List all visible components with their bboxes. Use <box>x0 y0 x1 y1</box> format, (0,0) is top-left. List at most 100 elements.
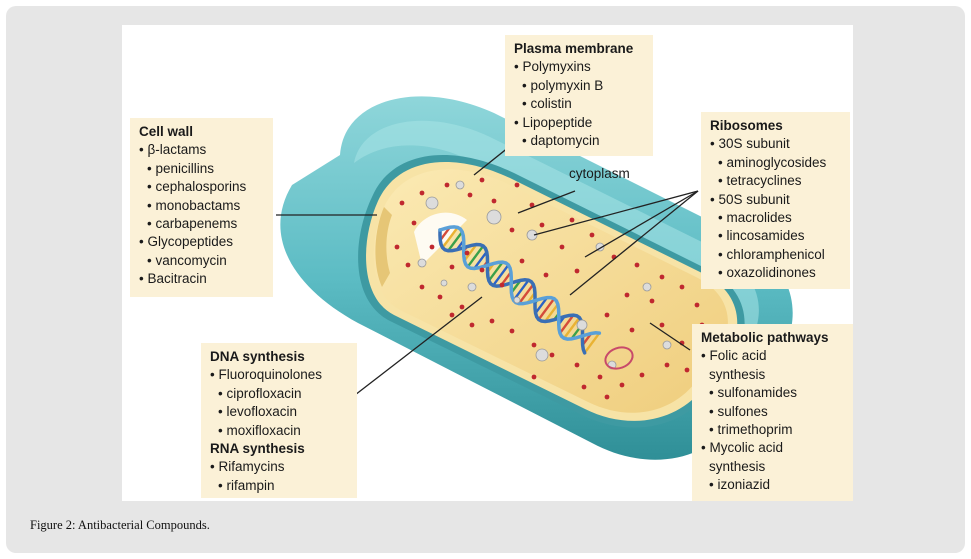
ribosome-dot <box>464 250 470 256</box>
storage-granule <box>440 279 448 287</box>
ribosome-dot <box>624 292 630 298</box>
ribosome-dot <box>639 372 645 378</box>
list-item: • Lipopeptide <box>514 114 593 130</box>
list-item: • Fluoroquinolones <box>210 367 323 383</box>
ribosome-dot <box>694 302 700 308</box>
ribosome-dot <box>449 312 455 318</box>
dna-base-pair <box>518 283 535 305</box>
ribosome-dot <box>509 227 515 233</box>
ribosome-dot <box>664 362 670 368</box>
ribosome-dot <box>479 267 485 273</box>
storage-granule <box>526 229 538 241</box>
storage-granule <box>486 209 502 225</box>
ribosome-dot <box>394 244 400 250</box>
ribosome-dot <box>679 284 685 290</box>
list-item: • levofloxacin <box>218 404 298 420</box>
rna-synthesis-title: RNA synthesis <box>210 441 305 457</box>
leader-lines <box>276 142 699 396</box>
ribosome-dot <box>429 244 435 250</box>
list-item: • Bacitracin <box>139 271 207 287</box>
ribosome-dot <box>531 374 537 380</box>
dna-base-pair <box>544 303 559 323</box>
ribosome-dots <box>394 177 705 400</box>
ribosome-dot <box>559 244 565 250</box>
list-item: • 30S subunit <box>710 136 790 152</box>
list-item: synthesis <box>709 458 766 474</box>
ribosome-dot <box>411 220 417 226</box>
ribosome-dot <box>437 294 443 300</box>
ribosome-dot <box>539 222 545 228</box>
dna-base-pair <box>534 296 549 314</box>
storage-granule <box>417 258 427 268</box>
dna-synthesis-title: DNA synthesis <box>210 349 305 364</box>
ribosome-dot <box>649 298 655 304</box>
dna-base-pair <box>463 243 478 262</box>
ribosome-dot <box>489 318 495 324</box>
dna-base-pair <box>537 297 556 321</box>
dna-base-pair <box>563 316 581 339</box>
ribosome-dot <box>479 177 485 183</box>
list-item: • moxifloxacin <box>218 422 301 438</box>
plasmid <box>604 346 634 370</box>
storage-granule <box>425 196 439 210</box>
ribosome-dot <box>604 312 610 318</box>
list-item: • carbapenems <box>147 216 238 232</box>
metabolic-pathways-box: Metabolic pathways • Folic acid synthesi… <box>692 324 853 501</box>
cell-wall-box: Cell wall • β-lactams • penicillins • ce… <box>130 118 273 297</box>
list-item: • trimethoprim <box>709 422 793 438</box>
dna-base-pair <box>487 261 504 282</box>
dna-helix <box>438 225 602 355</box>
list-item: synthesis <box>709 366 766 382</box>
ribosome-dot <box>659 274 665 280</box>
plasma-membrane-title: Plasma membrane <box>514 41 634 56</box>
ribosome-dot <box>597 374 603 380</box>
dna-base-pair <box>447 231 464 252</box>
list-item: • β-lactams <box>139 142 207 158</box>
list-item: • sulfones <box>709 403 768 419</box>
dna-base-pair <box>558 314 575 334</box>
ribosome-dot <box>519 258 525 264</box>
ribosome-dot <box>549 352 555 358</box>
cytoplasm-label: cytoplasm <box>569 166 630 181</box>
ribosome-dot <box>574 268 580 274</box>
list-item: • Mycolic acid <box>701 440 783 456</box>
ribosome-dot <box>499 282 505 288</box>
list-item: • colistin <box>522 96 572 112</box>
ribosomes-title: Ribosomes <box>710 118 783 133</box>
ribosome-dot <box>543 272 549 278</box>
ribosome-dot <box>629 327 635 333</box>
ribosome-dot <box>634 262 640 268</box>
metabolic-pathways-title: Metabolic pathways <box>701 330 829 345</box>
ribosome-dot <box>405 262 411 268</box>
storage-granule <box>642 282 652 292</box>
dna-backbone <box>438 225 602 341</box>
list-item: • tetracyclines <box>718 173 802 189</box>
ribosome-dot <box>589 232 595 238</box>
ribosome-dot <box>684 367 690 373</box>
ribosome-dot <box>449 264 455 270</box>
list-item: • Glycopeptides <box>139 234 234 250</box>
ribosome-dot <box>509 328 515 334</box>
list-item: • aminoglycosides <box>718 154 827 170</box>
list-item: • monobactams <box>147 197 241 213</box>
ribosome-dot <box>529 202 535 208</box>
dna-base-pair <box>466 245 485 268</box>
dna-base-pair <box>441 226 459 249</box>
list-item: • Folic acid <box>701 348 767 364</box>
ribosome-dot <box>419 190 425 196</box>
storage-granule <box>576 319 588 331</box>
list-item: • chloramphenicol <box>718 246 825 262</box>
list-item: • ciprofloxacin <box>218 385 302 401</box>
list-item: • cephalosporins <box>147 179 247 195</box>
ribosome-dot <box>419 284 425 290</box>
storage-granule <box>535 348 549 362</box>
dna-backbone <box>438 228 587 355</box>
storage-granule <box>662 340 672 350</box>
ribosomes-box: Ribosomes • 30S subunit • aminoglycoside… <box>701 112 850 289</box>
list-item: • izoniazid <box>709 477 771 493</box>
ribosome-dot <box>514 182 520 188</box>
list-item: • rifampin <box>218 477 275 493</box>
list-item: • polymyxin B <box>522 77 604 93</box>
plasma-membrane-box: Plasma membrane • Polymyxins • polymyxin… <box>505 35 653 156</box>
ribosome-dot <box>604 394 610 400</box>
